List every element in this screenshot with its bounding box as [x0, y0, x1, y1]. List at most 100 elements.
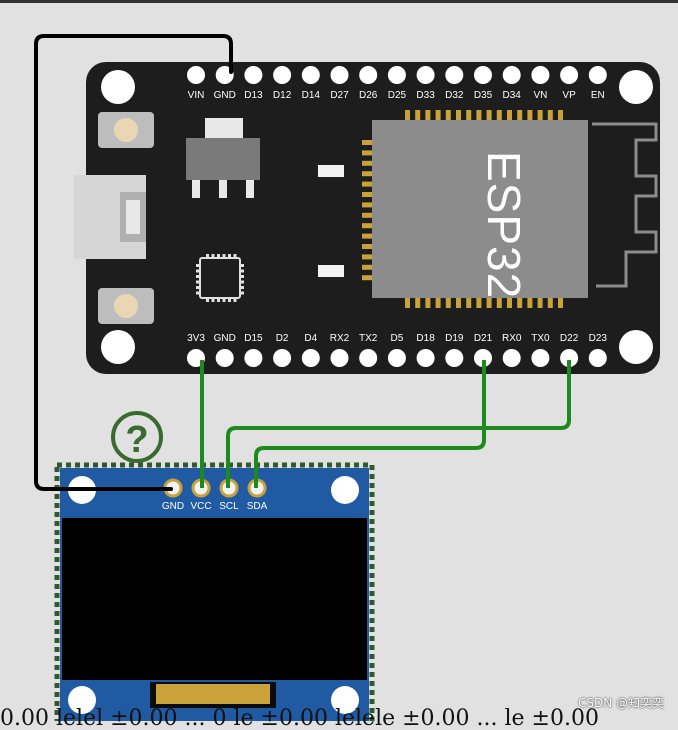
- bottom-pin-gnd[interactable]: [215, 349, 234, 367]
- page-bottom-text: 0.00 lelel ±0.00 ... 0 le ±0.00 lelele ±…: [0, 708, 599, 730]
- bottom-pin-d5[interactable]: [387, 349, 406, 367]
- top-pin-vin[interactable]: [187, 66, 205, 84]
- bottom-pin-rx2[interactable]: [330, 349, 349, 367]
- top-pin-label: D25: [388, 90, 407, 101]
- top-pin-vn[interactable]: [531, 66, 550, 84]
- led-icon: [318, 265, 344, 277]
- oled-display-screen: [62, 518, 367, 680]
- top-pin-label: D34: [503, 90, 522, 101]
- bottom-pin-tx2[interactable]: [359, 349, 378, 367]
- bottom-pin-label: RX0: [502, 333, 522, 344]
- top-pin-d12[interactable]: [273, 66, 292, 84]
- usb-uart-chip-icon: [196, 254, 244, 302]
- bottom-pin-label: D21: [474, 333, 493, 344]
- top-pin-label: D32: [445, 90, 464, 101]
- esp32-shield: [372, 120, 588, 298]
- watermark: CSDN @知奕奕: [577, 696, 664, 710]
- usb-connector-icon: [74, 175, 146, 259]
- bottom-pin-header: [187, 349, 607, 367]
- help-mark: ?: [125, 419, 148, 461]
- mount-hole-icon: [619, 70, 653, 104]
- top-pin-d26[interactable]: [359, 66, 378, 84]
- top-pin-labels: VIN GND D13 D12 D14 D27 D26 D25 D33 D32 D35 D34 VN VP…: [188, 90, 605, 101]
- top-pin-label: D26: [359, 90, 378, 101]
- bottom-pin-rx0[interactable]: [502, 349, 521, 367]
- bottom-pin-d15[interactable]: [244, 349, 263, 367]
- antenna-trace-icon: [592, 122, 658, 288]
- bottom-pin-d21[interactable]: [474, 349, 492, 367]
- bottom-pin-label: D23: [589, 333, 608, 344]
- bottom-pin-label: D15: [244, 333, 263, 344]
- top-pin-d13[interactable]: [244, 66, 263, 84]
- top-pin-label: VIN: [188, 90, 205, 101]
- esp32-chip-label: ESP32: [478, 151, 530, 299]
- bottom-pin-tx0[interactable]: [531, 349, 550, 367]
- top-pin-label: VP: [562, 90, 576, 101]
- bottom-pin-label: RX2: [330, 333, 350, 344]
- bottom-pin-labels: 3V3 GND D15 D2 D4 RX2 TX2 D5 D18 D19 D21 RX0 TX0 D22 D…: [187, 333, 607, 344]
- top-pin-header: [187, 66, 607, 84]
- top-pin-d35[interactable]: [474, 66, 492, 84]
- bottom-pin-label: D18: [416, 333, 435, 344]
- top-pin-label: EN: [591, 90, 605, 101]
- top-pin-label: D13: [244, 90, 263, 101]
- boot-button-icon: [98, 112, 154, 148]
- bottom-pin-label: D19: [445, 333, 464, 344]
- wire-gnd[interactable]: [34, 34, 233, 491]
- oled-pin-label: SDA: [247, 501, 268, 512]
- top-pin-d34[interactable]: [502, 66, 521, 84]
- oled-pin-label: GND: [162, 501, 184, 512]
- top-pin-label: D14: [302, 90, 321, 101]
- led-icon: [318, 165, 344, 177]
- bottom-pin-label: TX2: [359, 333, 378, 344]
- bottom-pin-d19[interactable]: [445, 349, 464, 367]
- bottom-pin-d4[interactable]: [301, 349, 320, 367]
- top-pin-label: GND: [214, 90, 236, 101]
- oled-pin-labels: GND VCC SCL SDA: [162, 501, 268, 512]
- bottom-pin-d22[interactable]: [560, 349, 579, 367]
- esp32-module: ESP32: [362, 110, 588, 308]
- oled-flex-cable: [156, 684, 270, 704]
- bottom-pin-d23[interactable]: [588, 349, 607, 367]
- mount-hole-icon: [101, 330, 135, 364]
- top-pin-label: D27: [330, 90, 349, 101]
- mount-hole-icon: [68, 686, 96, 714]
- oled-pin-label: VCC: [190, 501, 211, 512]
- mount-hole-icon: [101, 70, 135, 104]
- top-pin-en[interactable]: [588, 66, 607, 84]
- bottom-pin-d18[interactable]: [416, 349, 435, 367]
- oled-selection-outline: [54, 462, 375, 721]
- voltage-regulator-icon: [186, 118, 260, 198]
- oled-module: GND VCC SCL SDA: [54, 462, 375, 721]
- reset-button-icon: [98, 288, 154, 324]
- mount-hole-icon: [331, 476, 359, 504]
- top-pin-d33[interactable]: [416, 66, 435, 84]
- bottom-pin-label: GND: [214, 333, 236, 344]
- bottom-pin-d2[interactable]: [273, 349, 292, 367]
- bottom-pin-label: D22: [560, 333, 579, 344]
- top-pin-label: VN: [533, 90, 547, 101]
- mount-hole-icon: [619, 330, 653, 364]
- top-pin-d25[interactable]: [387, 66, 406, 84]
- bottom-pin-label: D4: [304, 333, 317, 344]
- top-pin-label: D33: [416, 90, 435, 101]
- top-pin-label: D12: [273, 90, 292, 101]
- top-pin-label: D35: [474, 90, 493, 101]
- bottom-pin-label: 3V3: [187, 333, 205, 344]
- wires: [34, 34, 571, 491]
- mount-hole-icon: [331, 686, 359, 714]
- top-pin-d14[interactable]: [301, 66, 320, 84]
- oled-pin-label: SCL: [219, 501, 239, 512]
- top-border: [0, 0, 678, 3]
- bottom-pin-label: D2: [276, 333, 289, 344]
- wire-sda[interactable]: [254, 360, 486, 488]
- bottom-pin-label: D5: [391, 333, 404, 344]
- bottom-pin-label: TX0: [531, 333, 550, 344]
- top-pin-d27[interactable]: [330, 66, 349, 84]
- wire-scl[interactable]: [226, 360, 571, 488]
- top-pin-vp[interactable]: [560, 66, 579, 84]
- help-icon[interactable]: ?: [111, 411, 163, 463]
- top-pin-d32[interactable]: [445, 66, 464, 84]
